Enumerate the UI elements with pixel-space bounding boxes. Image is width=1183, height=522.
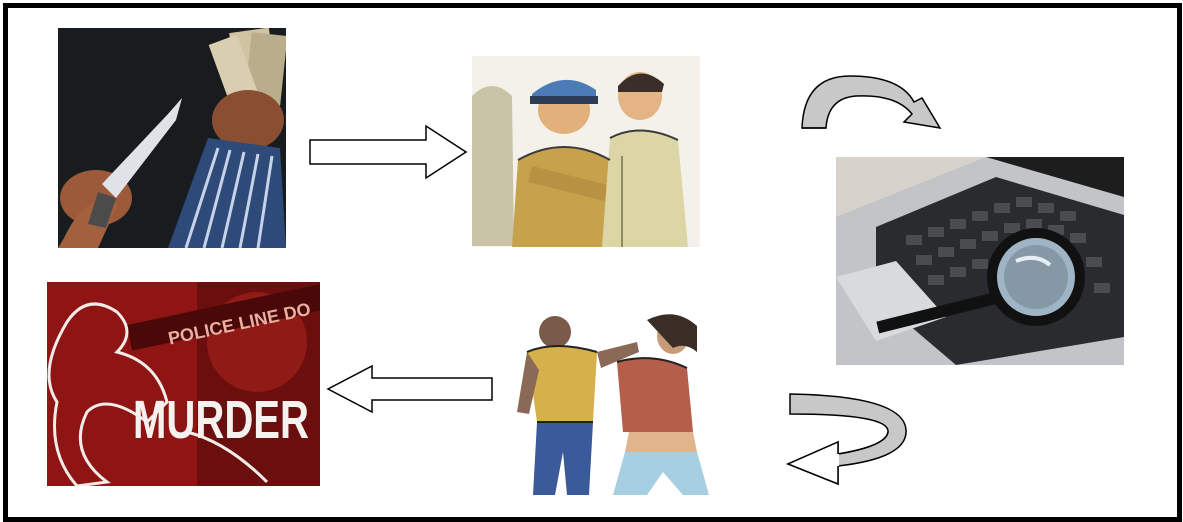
police-arrest-icon — [472, 56, 700, 247]
fight-icon — [497, 312, 715, 495]
investigation-image — [836, 157, 1124, 365]
arrow-assault-to-murder — [326, 364, 494, 414]
arrow-robbery-to-arrest — [308, 124, 468, 180]
murder-image: POLICE LINE DO MURDER — [47, 282, 320, 486]
left-arrow-icon — [326, 364, 494, 414]
curved-arrow-icon — [786, 392, 910, 490]
curved-arrow-icon — [800, 72, 945, 132]
arrow-investigation-to-assault — [786, 392, 910, 490]
assault-image — [497, 312, 715, 495]
robbery-image — [58, 28, 286, 248]
murder-headline: MURDER — [133, 390, 309, 450]
right-arrow-icon — [308, 124, 468, 180]
crime-scene-icon: POLICE LINE DO MURDER — [47, 282, 320, 486]
laptop-magnifier-icon — [836, 157, 1124, 365]
knife-cash-icon — [58, 28, 286, 248]
arrest-image — [472, 56, 700, 247]
arrow-arrest-to-investigation — [800, 72, 945, 132]
